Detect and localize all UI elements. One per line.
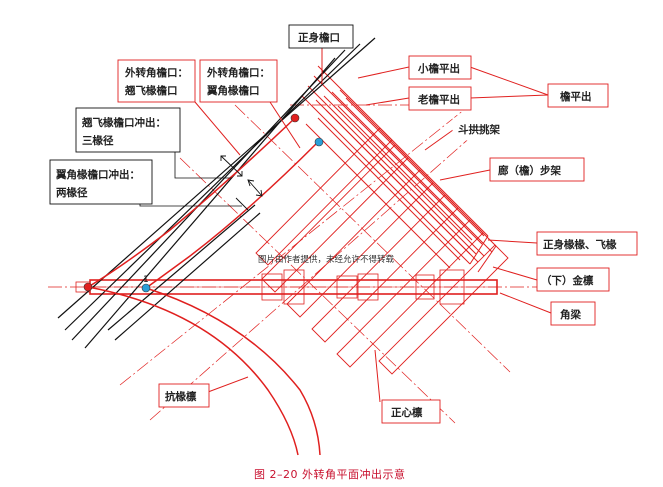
label-zhengshen-chuanzi: 正身椽椽、飞椽: [543, 238, 617, 251]
beam-blocks: [261, 269, 465, 305]
box-kanglin: [158, 383, 210, 408]
leader-laoyan: [365, 97, 410, 106]
purlin-band-3: [311, 194, 459, 343]
wing-rafter-eave-curve: [145, 141, 319, 289]
box-xiaoyan: [408, 55, 472, 80]
label-kanglin: 抗椽檩: [165, 390, 197, 403]
box-zhengxinlin: [381, 399, 441, 424]
leader-yanpingchu-2: [469, 94, 549, 99]
blue-point-top: [314, 137, 324, 147]
blue-point-left: [141, 283, 151, 293]
flying-rafter-eave-curve: [87, 117, 296, 288]
diagonal-axis-2: [234, 104, 511, 373]
diagonal-axis-5: [149, 119, 491, 421]
leader-kanglin: [207, 376, 249, 393]
purlin-bands: [255, 127, 509, 375]
label-yan-pingchu: 檐平出: [560, 90, 592, 103]
wing-rafter-eave-lower: [145, 287, 321, 456]
label-dougong-tiaojia: 斗拱挑架: [458, 123, 500, 136]
label-yi-chongchu-1: 翼角椽檐口冲出：: [55, 168, 140, 181]
label-qiao-chongchu-1: 翘飞椽檐口冲出：: [81, 116, 166, 129]
label-yi-chongchu-2: 两椽径: [56, 186, 88, 199]
box-yi-chongchu: [49, 159, 153, 205]
box-yan-pingchu: [547, 83, 609, 108]
label-zhengxinlin: 正心檩: [391, 406, 423, 419]
label-lang-bujia: 廊（檐）步架: [498, 164, 561, 177]
box-qiao-chongchu: [75, 107, 181, 153]
leader-zhengshenchuan: [487, 239, 538, 244]
label-laoyan-pingchu: 老檐平出: [417, 93, 460, 106]
eave-lines-black: [57, 37, 376, 349]
box-wai-fei: [117, 59, 196, 103]
eave-line-4: [84, 57, 336, 349]
eave-line-2: [64, 43, 361, 331]
dimension-marks: [220, 155, 263, 211]
rafter-bundle: [301, 65, 497, 273]
leader-yanpingchu-1: [469, 66, 549, 96]
box-jinlin: [536, 267, 610, 292]
label-boxes: [49, 24, 638, 424]
leader-lang: [439, 169, 491, 181]
eave-line-6: [114, 212, 261, 341]
red-point-left: [83, 282, 93, 292]
points: 1: [83, 113, 324, 293]
red-point-top: [290, 113, 300, 123]
label-xiaoyan-pingchu: 小檐平出: [417, 62, 460, 75]
label-zhengshen-yankou: 正身檐口: [298, 31, 340, 44]
leader-dougong: [424, 129, 454, 151]
label-qiao-chongchu-2: 三椽径: [82, 134, 114, 147]
leader-lines: [194, 48, 552, 403]
box-lang: [489, 157, 585, 182]
label-wai-yichuan-1: 外转角檐口：: [206, 66, 270, 79]
diagonal-axis-1: [179, 157, 456, 424]
flying-rafter-eave-lower: [87, 286, 299, 456]
label-wai-yichuan-2: 翼角椽檐口: [206, 84, 260, 97]
watermark-text: 图片由作者提供，未经允许不得转载: [258, 254, 395, 265]
purlin-band-1: [261, 144, 409, 293]
purlin-band-6: [255, 127, 393, 266]
leader-zhengxinlin: [374, 349, 381, 403]
leader-wai-fei: [194, 101, 241, 156]
eave-line-5: [107, 204, 256, 331]
diagonal-axis-4: [119, 104, 471, 386]
leader-xiaoyan: [357, 66, 410, 79]
box-laoyan: [408, 86, 472, 111]
curved-eaves: [87, 117, 321, 456]
leader-jinlin: [492, 266, 538, 281]
label-xia-jinlin: （下）金檩: [541, 274, 594, 287]
point-1-label: 1: [143, 275, 149, 285]
purlin-band-5: [378, 244, 509, 375]
label-jiaoliang: 角梁: [560, 308, 581, 321]
box-dougong: [452, 117, 524, 141]
purlin-band-2: [286, 169, 434, 318]
purlin-band-4: [336, 219, 484, 368]
label-texts: 正身檐口 小檐平出 老檐平出 檐平出 斗拱挑架 廊（檐）步架 正身椽椽、飞椽 （…: [55, 31, 617, 419]
label-wai-feichuan-1: 外转角檐口：: [124, 66, 188, 79]
leader-jiaoliang: [499, 292, 552, 314]
box-wai-yi: [199, 59, 278, 103]
leader-wai-yi: [269, 101, 301, 149]
box-jiaoliang: [550, 301, 596, 326]
label-wai-feichuan-2: 翘飞椽檐口: [124, 84, 178, 97]
figure-caption: 图 2–20 外转角平面冲出示意: [254, 467, 406, 481]
box-zhengshenchuan: [536, 231, 638, 256]
box-zhengshen-yankou: [288, 24, 354, 49]
